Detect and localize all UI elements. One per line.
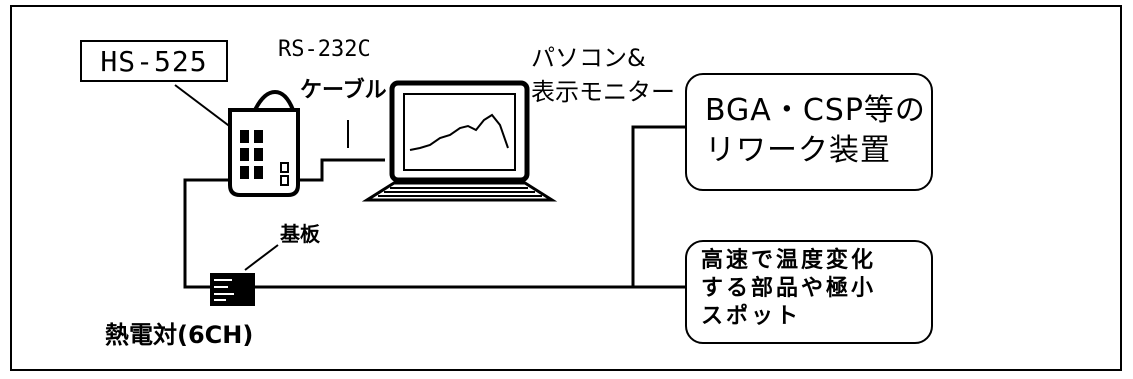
rework-label-line1: BGA・CSP等の xyxy=(705,93,926,128)
cable-label-line1: RS-232C xyxy=(278,37,371,62)
pc-label-line1: パソコン& xyxy=(531,44,646,72)
rework-label-line2: リワーク装置 xyxy=(705,133,891,168)
cable-label-line2: ケーブル xyxy=(300,78,387,103)
rework-branch-line xyxy=(631,125,685,287)
board-leader-line xyxy=(244,244,279,271)
model-label-box: HS-525 xyxy=(80,40,228,82)
thermocouple-label: 熱電対(6CH) xyxy=(105,321,254,349)
rework-equipment-box: BGA・CSP等の リワーク装置 xyxy=(685,73,933,191)
model-label: HS-525 xyxy=(100,44,208,78)
device-thermocouple-line xyxy=(183,178,230,289)
target-label-line3: スポット xyxy=(701,304,802,329)
board-label: 基板 xyxy=(280,222,320,246)
laptop-pc-icon xyxy=(361,80,558,202)
pc-label-line2: 表示モニター xyxy=(531,78,675,106)
diagram-frame xyxy=(10,5,1122,371)
target-label-line2: する部品や極小 xyxy=(701,276,877,301)
rs232c-cable-line xyxy=(299,158,385,182)
measurement-target-box: 高速で温度変化 する部品や極小 スポット xyxy=(685,240,933,344)
target-label-line1: 高速で温度変化 xyxy=(701,248,877,273)
connection-lines xyxy=(174,84,685,289)
logger-device-icon xyxy=(228,89,300,197)
temperature-profile-graph-icon xyxy=(409,113,509,151)
model-leader-line xyxy=(174,84,233,129)
thermocouple-board-icon xyxy=(210,273,255,306)
